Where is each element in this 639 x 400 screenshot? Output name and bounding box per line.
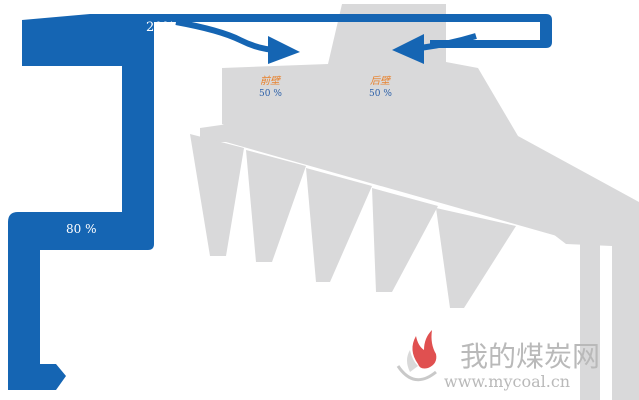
flow-arrows [175,19,477,64]
front-wall-name: 前壁 [260,75,282,87]
hopper-2 [246,150,306,262]
lower-flow-label: 80 % [66,222,97,236]
furnace-upper-body [222,4,639,400]
flame-logo-icon [396,330,437,382]
upper-flow-label: 20% [146,20,175,35]
furnace-support-leg [580,244,600,400]
furnace-structure [190,4,639,400]
air-duct [8,14,552,390]
watermark-title: 我的煤炭网 [460,340,600,373]
hopper-1 [190,134,244,256]
rear-wall-arrow-head [392,34,424,64]
main-air-duct [8,14,154,390]
rear-wall-arrow-line [419,33,477,51]
hopper-4 [372,188,438,292]
watermark: 我的煤炭网 www.mycoal.cn [396,330,600,391]
rear-wall-name: 后壁 [370,75,392,87]
front-wall-arrow-head [268,36,300,64]
rear-wall-value: 50 % [369,89,392,99]
front-wall-arrow-curve [175,19,279,53]
hopper-5 [436,208,516,308]
watermark-url: www.mycoal.cn [444,372,570,391]
hopper-3 [306,168,372,282]
upper-loop-duct [90,14,552,48]
furnace-grate-beam [200,124,580,242]
front-wall-value: 50 % [259,89,282,99]
